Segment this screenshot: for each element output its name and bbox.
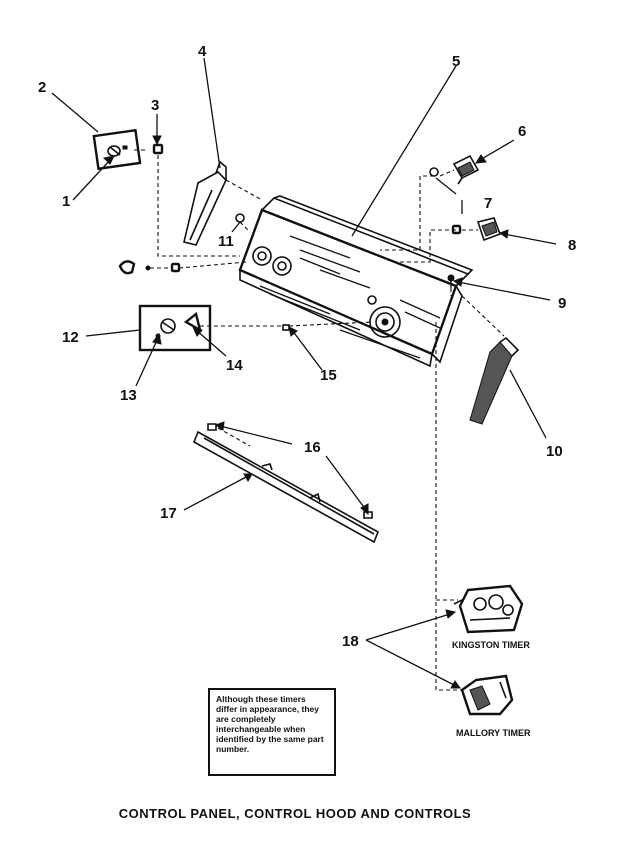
callout-16: 16 [304, 439, 321, 456]
diagram-caption: CONTROL PANEL, CONTROL HOOD AND CONTROLS [118, 806, 472, 821]
callout-14: 14 [226, 357, 243, 374]
assembly-lines [134, 149, 505, 691]
callout-2: 2 [38, 79, 46, 96]
control-panel-part-5 [238, 195, 474, 368]
kingston-timer [453, 584, 524, 634]
mallory-timer-label: MALLORY TIMER [456, 728, 531, 738]
knob-left [118, 260, 181, 275]
clip-part-16 [207, 423, 373, 519]
callout-3: 3 [151, 97, 159, 114]
right-end-cap-part-10 [469, 336, 520, 425]
callout-13: 13 [120, 387, 137, 404]
callout-6: 6 [518, 123, 526, 140]
callout-17: 17 [160, 505, 177, 522]
grommet-part-11 [235, 213, 245, 223]
callout-4: 4 [198, 43, 207, 60]
leader-lines [51, 57, 557, 689]
callout-9: 9 [558, 295, 566, 312]
callout-18: 18 [342, 633, 359, 650]
interchangeability-note: Although these timers differ in appearan… [208, 688, 336, 776]
callout-11: 11 [218, 233, 234, 250]
knob-plate-part-12 [138, 304, 212, 352]
clip-part-7 [429, 167, 462, 235]
callout-5: 5 [452, 53, 460, 70]
callout-12: 12 [62, 329, 79, 346]
callout-1: 1 [62, 193, 70, 210]
kingston-timer-label: KINGSTON TIMER [452, 640, 530, 650]
callout-15: 15 [320, 367, 337, 384]
switch-part-6 [452, 154, 480, 185]
screw-part-9 [447, 274, 455, 288]
knob-plate-part-2 [92, 128, 142, 171]
callout-numbers: 1 2 3 4 5 6 7 8 9 10 11 12 13 14 15 16 1… [38, 43, 576, 650]
clip-part-3 [152, 143, 164, 162]
callout-7: 7 [484, 195, 492, 212]
left-end-cap-part-4 [183, 160, 227, 246]
trim-strip-part-17 [192, 430, 380, 544]
mallory-timer [460, 674, 514, 716]
callout-10: 10 [546, 443, 563, 460]
switch-part-8 [476, 217, 502, 242]
callout-8: 8 [568, 237, 576, 254]
clip-part-15 [282, 324, 290, 331]
